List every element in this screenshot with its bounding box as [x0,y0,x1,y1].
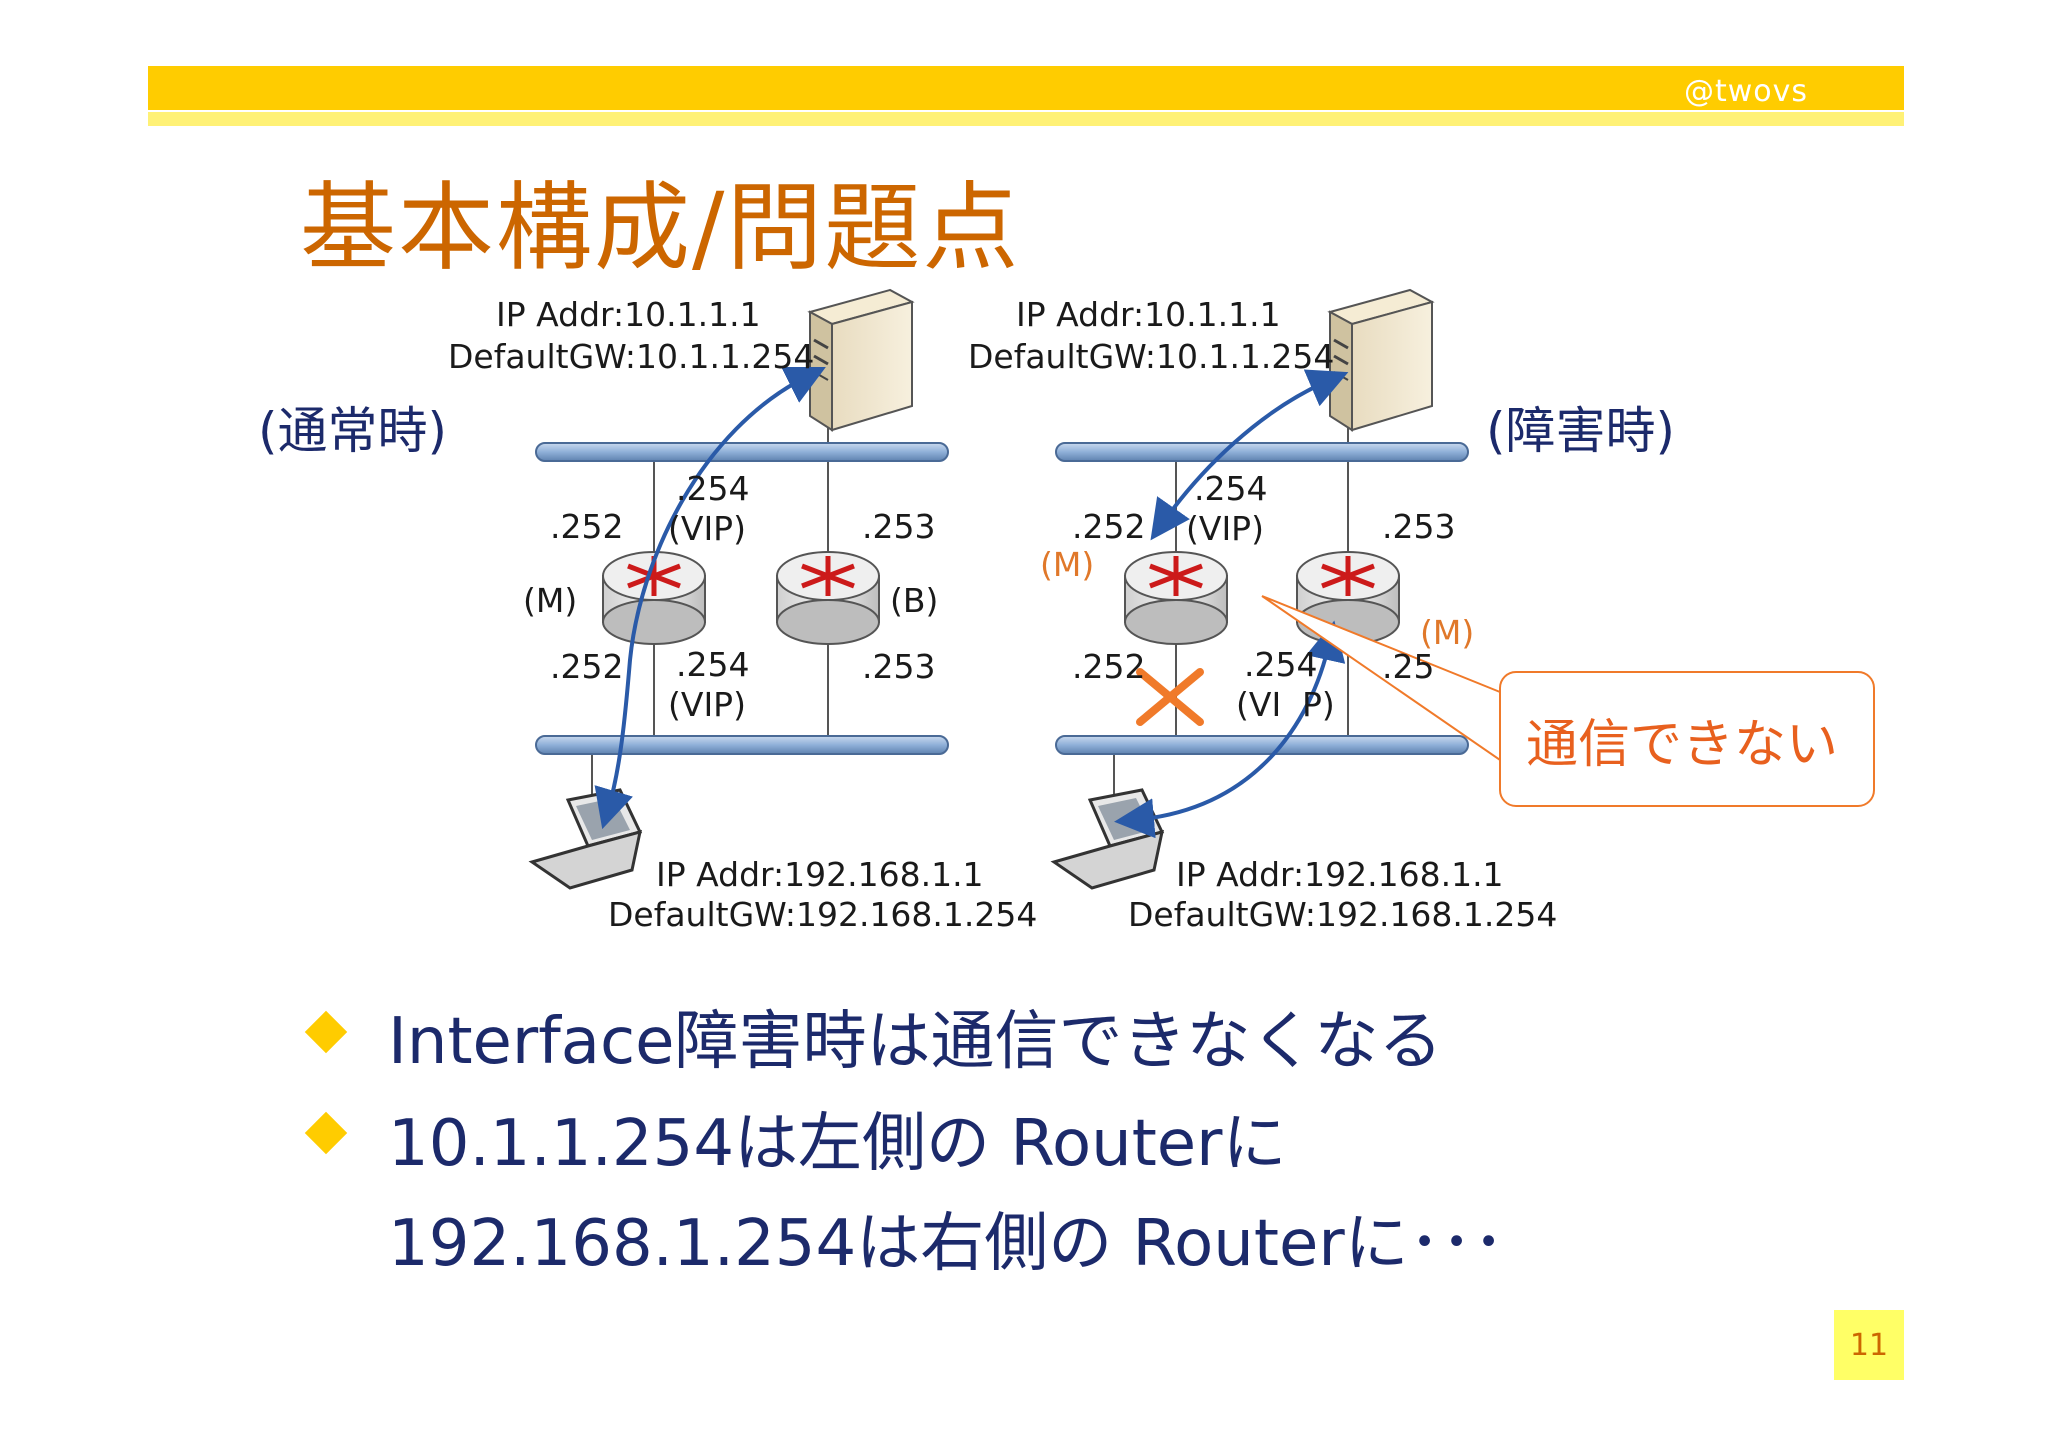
client-gw-label: DefaultGW:192.168.1.254 [608,895,1037,934]
client-ip-label: IP Addr:192.168.1.1 [656,855,984,894]
author-handle: @twovs [1683,74,1808,109]
role-master-label: (M) [1420,613,1474,652]
addr-label: .254 [1244,645,1317,684]
laptop-icon [1050,788,1165,890]
diagram-normal: IP Addr:10.1.1.1 DefaultGW:10.1.1.254 .2… [258,288,1037,934]
addr-label: .25 [1382,647,1434,686]
addr-label: .253 [862,507,935,546]
server-gw-label: DefaultGW:10.1.1.254 [968,337,1334,376]
addr-label: .254 [676,645,749,684]
addr-label: .252 [1072,507,1145,546]
lower-bus [535,735,949,755]
addr-label: .253 [1382,507,1455,546]
header-bar [148,66,1904,110]
addr-label: .252 [550,647,623,686]
router-icon-left [1124,551,1228,645]
role-master-label: (M) [523,581,577,620]
diagram-failure: 通信できない IP Addr:10.1.1.1 DefaultGW:10.1.1… [968,288,1875,934]
page-number: 11 [1834,1310,1904,1380]
bullet-diamond-icon [304,1010,348,1054]
failure-state-label: (障害時) [1486,402,1675,460]
vip-label: (VIP) [1186,509,1264,548]
callout-text: 通信できない [1526,715,1838,775]
upper-bus [535,442,949,462]
server-icon [1327,288,1435,432]
traffic-path-upper-arrow [1150,369,1349,541]
traffic-path-lower-arrow [1114,620,1346,839]
router-icon-backup [776,551,880,645]
addr-label: .252 [1072,647,1145,686]
role-backup-label: (B) [890,581,938,620]
server-ip-label: IP Addr:10.1.1.1 [496,295,761,334]
role-master-label: (M) [1040,545,1094,584]
vip-label: (VI [1236,685,1281,724]
laptop-icon [528,788,643,890]
header-underline [148,112,1904,126]
failure-cross-icon [1136,668,1204,726]
server-gw-label: DefaultGW:10.1.1.254 [448,337,814,376]
client-ip-label: IP Addr:192.168.1.1 [1176,855,1504,894]
server-ip-label: IP Addr:10.1.1.1 [1016,295,1281,334]
vip-label: P) [1302,685,1335,724]
server-icon [807,288,915,432]
addr-label: .252 [550,507,623,546]
traffic-path-arrow [594,367,826,830]
lower-bus [1055,735,1469,755]
vip-label: (VIP) [668,509,746,548]
upper-bus [1055,442,1469,462]
callout-box: 通信できない [1261,595,1875,807]
bullet-text: Interface障害時は通信できなくなる [388,1005,1443,1079]
normal-state-label: (通常時) [258,402,447,460]
vip-label: (VIP) [668,685,746,724]
bullet-diamond-icon [304,1111,348,1155]
addr-label: .253 [862,647,935,686]
addr-label: .254 [676,469,749,508]
bullet-text: 10.1.1.254は左側の Routerに [388,1107,1287,1181]
addr-label: .254 [1194,469,1267,508]
client-gw-label: DefaultGW:192.168.1.254 [1128,895,1557,934]
bullet-text-continued: 192.168.1.254は右側の Routerに･･･ [388,1207,1505,1281]
slide-title: 基本構成/問題点 [300,172,1021,284]
